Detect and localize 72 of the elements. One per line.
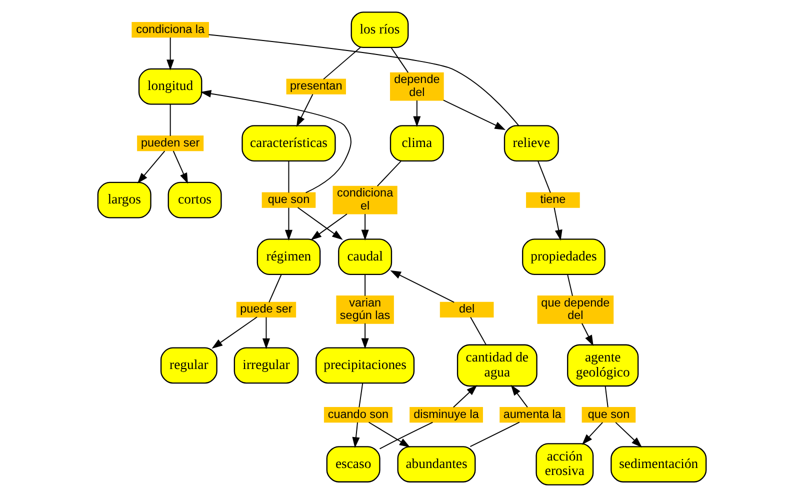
- node-box: que son: [582, 407, 636, 423]
- node-box: cantidad de agua: [456, 344, 538, 387]
- arrow: [262, 316, 270, 350]
- arrow: [582, 422, 604, 445]
- connector: [390, 47, 409, 74]
- arrow: [166, 37, 174, 70]
- node-box: que depende del: [537, 295, 614, 324]
- connector: [538, 160, 551, 194]
- arrow: [413, 100, 421, 127]
- node-box: clima: [390, 125, 444, 162]
- node-box: condiciona la: [132, 22, 209, 38]
- node-box: aumenta la: [500, 407, 566, 423]
- connector: [288, 160, 290, 194]
- connector: [323, 47, 361, 80]
- node-box: que son: [262, 192, 316, 208]
- arrow: [390, 270, 455, 303]
- node-box: sedimentación: [610, 446, 707, 482]
- arrow: [352, 422, 360, 448]
- node-box: propiedades: [522, 238, 606, 276]
- arrow: [172, 150, 188, 184]
- connector: [208, 34, 520, 126]
- connector: [170, 104, 171, 136]
- node-box: agente geológico: [567, 344, 639, 387]
- node-box: escaso: [326, 446, 380, 482]
- connector: [268, 274, 282, 303]
- node-box: irregular: [234, 347, 299, 384]
- node-box: cuando son: [324, 407, 392, 423]
- connector: [376, 160, 402, 187]
- node-box: cortos: [168, 182, 222, 218]
- node-box: puede ser: [236, 302, 296, 318]
- node-box: caudal: [338, 238, 392, 276]
- node-box: pueden ser: [137, 135, 204, 152]
- arrow: [137, 150, 166, 184]
- node-box: los ríos: [350, 12, 409, 48]
- node-box: acción erosiva: [536, 443, 594, 486]
- arrow: [554, 207, 562, 241]
- node-box: relieve: [504, 125, 559, 162]
- arrow: [310, 214, 348, 240]
- connector: [470, 316, 487, 346]
- node-box: precipitaciones: [316, 347, 415, 384]
- node-box: presentan: [286, 78, 346, 94]
- connector: [604, 386, 608, 408]
- node-box: disminuye la: [410, 407, 483, 423]
- arrow: [452, 384, 478, 408]
- node-box: regular: [160, 347, 218, 384]
- arrow: [297, 207, 343, 240]
- arrow: [361, 214, 369, 240]
- node-box: largos: [97, 182, 152, 218]
- arrow: [284, 207, 292, 241]
- node-box: régimen: [256, 238, 321, 276]
- node-box: longitud: [138, 68, 202, 105]
- arrow: [296, 94, 314, 127]
- arrow: [212, 316, 258, 349]
- node-box: depende del: [390, 72, 444, 101]
- arrow: [361, 322, 369, 349]
- arrow: [615, 422, 642, 448]
- arrow: [581, 322, 594, 346]
- node-box: tiene: [526, 192, 580, 208]
- node-box: características: [242, 125, 336, 162]
- arrow: [200, 90, 352, 194]
- node-box: abundantes: [397, 446, 476, 482]
- connector: [358, 382, 364, 408]
- node-box: condiciona el: [332, 186, 398, 214]
- arrow: [368, 422, 410, 448]
- connector: [379, 422, 434, 450]
- connector: [567, 274, 573, 296]
- node-box: varian según las: [336, 295, 394, 324]
- arrow: [510, 384, 528, 408]
- arrow: [443, 100, 506, 130]
- node-box: del: [440, 302, 494, 318]
- connector: [364, 274, 366, 296]
- connector: [470, 422, 520, 448]
